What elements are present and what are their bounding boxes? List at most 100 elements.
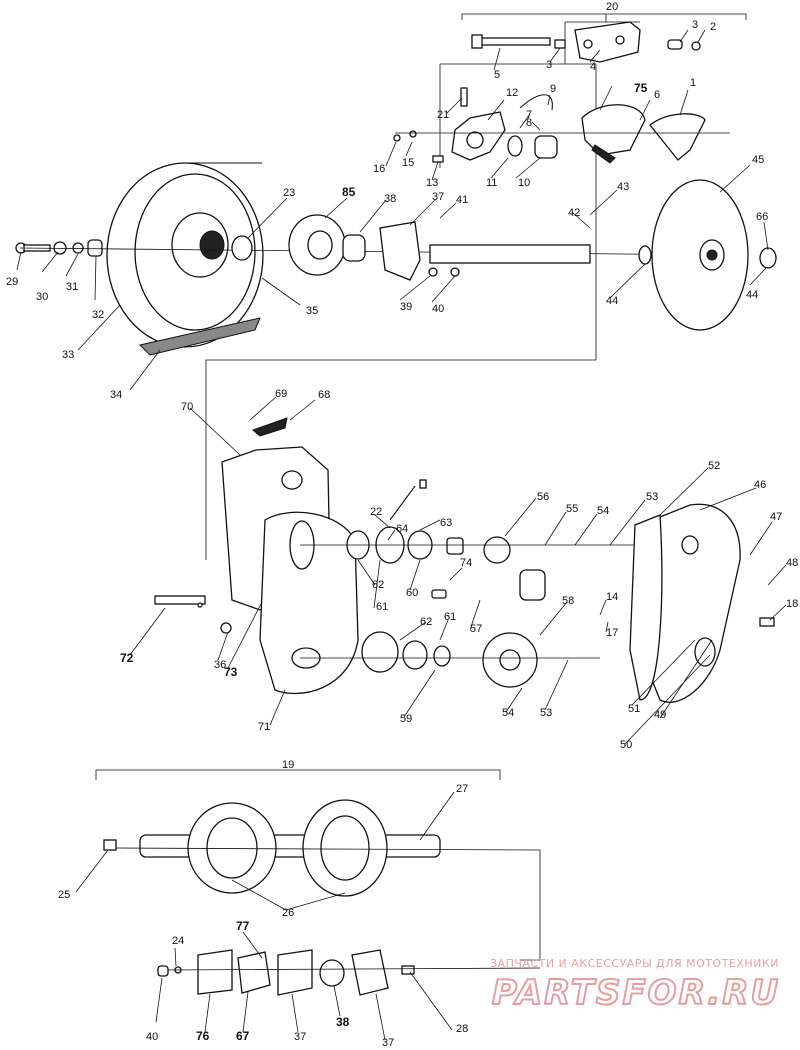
- callout-48: 48: [786, 557, 798, 569]
- callout-8: 8: [526, 117, 532, 129]
- callout-67: 67: [236, 1029, 250, 1043]
- callout-28: 28: [456, 1023, 468, 1035]
- callout-12: 12: [506, 87, 518, 99]
- watermark: ЗАПЧАСТИ И АКСЕССУАРЫ ДЛЯ МОТОТЕХНИКИ PA…: [490, 957, 780, 1014]
- middle-row-parts: [231, 214, 652, 281]
- callout-18: 18: [786, 598, 798, 610]
- callout-19: 19: [282, 759, 294, 771]
- callout-47: 47: [770, 511, 782, 523]
- callout-32: 32: [92, 309, 104, 321]
- callout-14: 14: [606, 591, 618, 603]
- callout-36: 36: [214, 659, 226, 671]
- callout-68: 68: [318, 389, 330, 401]
- callout-72: 72: [120, 651, 134, 665]
- callout-3: 3: [692, 19, 698, 31]
- callout-54: 54: [502, 707, 514, 719]
- callout-37: 37: [294, 1031, 306, 1043]
- leader-lines: [16, 14, 787, 1041]
- callout-38: 38: [336, 1015, 350, 1029]
- callout-46: 46: [754, 479, 766, 491]
- watermark-brand: PARTSFOR.RU: [492, 973, 780, 1013]
- callout-51: 51: [628, 703, 640, 715]
- callout-31: 31: [66, 281, 78, 293]
- bearing-plates-row: [157, 949, 541, 996]
- callout-1: 1: [690, 77, 696, 89]
- callout-24: 24: [172, 935, 184, 947]
- callout-23: 23: [283, 187, 295, 199]
- callout-66: 66: [756, 211, 768, 223]
- callout-71: 71: [258, 721, 270, 733]
- callout-53: 53: [646, 491, 658, 503]
- callout-39: 39: [400, 301, 412, 313]
- callout-60: 60: [406, 587, 418, 599]
- callout-61: 61: [376, 601, 388, 613]
- callout-40: 40: [432, 303, 444, 315]
- callout-3: 3: [546, 59, 552, 71]
- callout-77: 77: [236, 919, 250, 933]
- watermark-tagline: ЗАПЧАСТИ И АКСЕССУАРЫ ДЛЯ МОТОТЕХНИКИ: [490, 957, 779, 970]
- callout-57: 57: [470, 623, 482, 635]
- callout-6: 6: [654, 89, 660, 101]
- callout-58: 58: [562, 595, 574, 607]
- chain-case-cover: [629, 503, 775, 703]
- callout-45: 45: [752, 154, 764, 166]
- callout-37: 37: [432, 191, 444, 203]
- callout-70: 70: [181, 401, 193, 413]
- driven-pulley: [651, 179, 777, 331]
- top-assembly: [205, 13, 747, 560]
- callout-11: 11: [486, 177, 497, 189]
- callout-29: 29: [6, 276, 18, 288]
- callout-13: 13: [426, 177, 438, 189]
- callout-61: 61: [444, 611, 456, 623]
- callout-43: 43: [617, 181, 629, 193]
- callout-40: 40: [146, 1031, 158, 1043]
- callout-42: 42: [568, 207, 580, 219]
- callout-9: 9: [550, 83, 556, 95]
- callout-59: 59: [400, 713, 412, 725]
- callout-22: 22: [370, 506, 382, 518]
- callout-62: 62: [420, 616, 432, 628]
- callout-50: 50: [620, 739, 632, 751]
- callout-56: 56: [537, 491, 549, 503]
- callout-73: 73: [224, 665, 238, 679]
- track-shaft-assembly: [95, 769, 541, 961]
- callout-54: 54: [597, 505, 609, 517]
- callout-33: 33: [62, 349, 74, 361]
- callout-30: 30: [36, 291, 48, 303]
- callout-44: 44: [606, 295, 618, 307]
- callout-20: 20: [606, 1, 618, 13]
- callout-35: 35: [306, 305, 318, 317]
- callout-7: 7: [526, 109, 532, 121]
- callout-76: 76: [196, 1029, 210, 1043]
- callout-37: 37: [382, 1037, 394, 1049]
- callout-52: 52: [708, 460, 720, 472]
- callout-55: 55: [566, 503, 578, 515]
- callout-44: 44: [746, 289, 758, 301]
- callout-17: 17: [606, 627, 618, 639]
- callout-75: 75: [634, 81, 648, 95]
- callout-21: 21: [437, 109, 449, 121]
- callout-74: 74: [460, 557, 472, 569]
- callout-38: 38: [384, 193, 396, 205]
- callout-10: 10: [518, 177, 530, 189]
- callout-27: 27: [456, 783, 468, 795]
- callout-4: 4: [590, 61, 596, 73]
- callout-53: 53: [540, 707, 552, 719]
- callout-62: 62: [372, 579, 384, 591]
- callout-63: 63: [440, 517, 452, 529]
- callout-49: 49: [654, 709, 666, 721]
- callout-2: 2: [710, 21, 716, 33]
- drive-pulley: [15, 162, 721, 356]
- callout-5: 5: [494, 69, 500, 81]
- gear-case: [154, 417, 720, 695]
- callout-41: 41: [456, 194, 468, 206]
- callout-26: 26: [282, 907, 294, 919]
- callout-25: 25: [58, 889, 70, 901]
- callout-16: 16: [373, 163, 385, 175]
- callout-15: 15: [402, 157, 414, 169]
- bolt-5: [471, 34, 551, 49]
- callout-64: 64: [396, 523, 408, 535]
- callout-34: 34: [110, 389, 122, 401]
